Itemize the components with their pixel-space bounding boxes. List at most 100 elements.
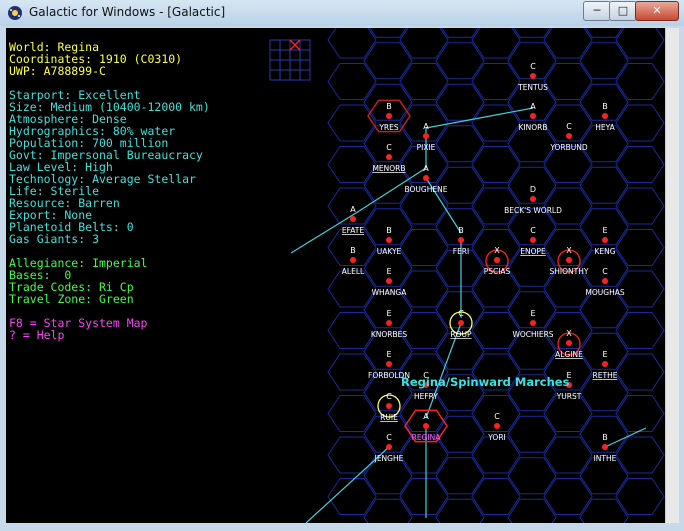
subsector-locator[interactable] (269, 39, 311, 81)
red-zone-ring (557, 249, 581, 273)
locator-cell[interactable] (279, 69, 291, 81)
world-dot-icon (458, 237, 464, 243)
hex-cell (543, 478, 593, 515)
world-name: KINORB (518, 123, 547, 132)
hex-cell (435, 374, 485, 412)
hex-cell (615, 104, 665, 142)
hex-cell (399, 28, 449, 59)
locator-cell[interactable] (289, 69, 301, 81)
hex-cell (327, 353, 377, 391)
hex-cell (471, 478, 521, 515)
minimize-button[interactable]: ─ (583, 1, 611, 21)
hex-cell (579, 166, 629, 204)
locator-cell[interactable] (299, 69, 311, 81)
hex-cell (543, 104, 593, 142)
starport-code: B (386, 102, 392, 111)
hex-cell (327, 187, 377, 225)
hex-cell (399, 312, 449, 349)
title-bar[interactable]: Galactic for Windows - [Galactic] ─ □ ✕ (0, 0, 684, 26)
world-name: ALGINE (555, 350, 583, 359)
starport-code: B (602, 102, 608, 111)
locator-cell[interactable] (289, 49, 301, 61)
jump-route (604, 427, 647, 448)
locator-cell[interactable] (269, 59, 281, 71)
hex-cell (507, 374, 557, 412)
locator-cell[interactable] (269, 39, 281, 51)
hex-cell (435, 415, 485, 453)
hex-cell (363, 332, 413, 370)
technology: Technology: Average Stellar (9, 172, 196, 186)
locator-cell[interactable] (279, 39, 291, 51)
hex-cell (399, 270, 449, 308)
hex-cell (471, 353, 521, 391)
law-level: Law Level: High (9, 160, 113, 174)
vertical-scrollbar[interactable] (665, 28, 679, 523)
travel-zone: Travel Zone: Green (9, 292, 134, 306)
hex-cell (471, 28, 521, 59)
starport-code: E (602, 226, 607, 235)
locator-cell[interactable] (279, 49, 291, 61)
world-markers[interactable]: CTENTUSBYRESAKINORBBHEYAAPIXIECYORBUNDCM… (342, 62, 625, 463)
hex-cell (435, 42, 485, 80)
world-dot-icon (602, 361, 608, 367)
locator-cell[interactable] (269, 49, 281, 61)
maximize-button[interactable]: □ (609, 1, 637, 21)
starport-code: A (423, 412, 429, 421)
starport-code: B (386, 226, 392, 235)
world-dot-icon (386, 361, 392, 367)
locator-cell[interactable] (279, 59, 291, 71)
locator-cell[interactable] (299, 39, 311, 51)
hex-cell (507, 415, 557, 453)
starport-code: X (566, 246, 572, 255)
hex-cell (327, 436, 377, 474)
hex-cell (615, 312, 665, 349)
hex-cell (579, 125, 629, 163)
world-dot-icon (566, 340, 572, 346)
world-dot-icon (458, 320, 464, 326)
locator-cell[interactable] (299, 59, 311, 71)
hex-cell (399, 104, 449, 142)
world-name: FORBOLDN (368, 371, 410, 380)
locator-cell[interactable] (289, 59, 301, 71)
locator-cell[interactable] (269, 69, 281, 81)
sector-map[interactable]: CTENTUSBYRESAKINORBBHEYAAPIXIECYORBUNDCM… (6, 28, 665, 523)
close-button[interactable]: ✕ (635, 1, 679, 21)
locator-cell[interactable] (299, 49, 311, 61)
world-dot-icon (423, 133, 429, 139)
starport: Starport: Excellent (9, 88, 141, 102)
